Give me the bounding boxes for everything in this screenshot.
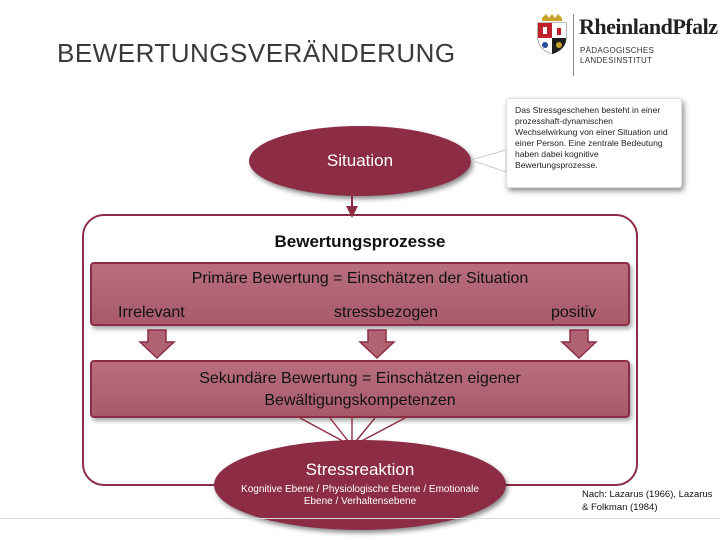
callout-note: Das Stressgeschehen besteht in einer pro…	[506, 98, 682, 188]
primary-appraisal-title: Primäre Bewertung = Einschätzen der Situ…	[191, 270, 529, 287]
stress-reaction-levels-line2: Ebene / Verhaltensebene	[303, 496, 417, 507]
coat-of-arms-icon	[536, 14, 568, 55]
logo-divider	[573, 14, 574, 76]
option-irrelevant: Irrelevant	[118, 304, 185, 321]
option-stress-related: stressbezogen	[334, 304, 439, 321]
callout-pointer	[469, 149, 507, 173]
logo-state-name: RheinlandPfalz	[579, 14, 718, 39]
option-positive: positiv	[551, 304, 597, 321]
stress-reaction-levels: Kognitive Ebene / Physiologische Ebene /…	[226, 484, 494, 508]
footer-divider	[0, 518, 720, 519]
assessment-frame-title: Bewertungsprozesse	[274, 232, 446, 251]
stress-reaction-ellipse	[214, 440, 506, 530]
situation-label: Situation	[326, 151, 394, 170]
secondary-appraisal-line2: Bewältigungskompetenzen	[264, 392, 456, 409]
secondary-appraisal-line1: Sekundäre Bewertung = Einschätzen eigene…	[199, 370, 521, 387]
logo-institute: PÄDAGOGISCHES LANDESINSTITUT	[580, 46, 710, 66]
secondary-appraisal-band	[90, 360, 630, 418]
primary-appraisal-band	[90, 262, 630, 326]
secondary-appraisal-text: Sekundäre Bewertung = Einschätzen eigene…	[90, 368, 630, 412]
situation-ellipse: Situation	[249, 126, 471, 196]
citation-line2: & Folkman (1984)	[582, 502, 658, 513]
page-title: BEWERTUNGSVERÄNDERUNG	[57, 38, 456, 68]
citation-line1: Nach: Lazarus (1966), Lazarus	[582, 489, 713, 500]
logo-institute-line1: PÄDAGOGISCHES	[580, 46, 655, 55]
citation: Nach: Lazarus (1966), Lazarus & Folkman …	[582, 488, 720, 514]
stress-reaction-title: Stressreaktion	[305, 460, 415, 479]
logo-institute-line2: LANDESINSTITUT	[580, 56, 653, 65]
stress-reaction-levels-line1: Kognitive Ebene / Physiologische Ebene /…	[241, 484, 479, 495]
